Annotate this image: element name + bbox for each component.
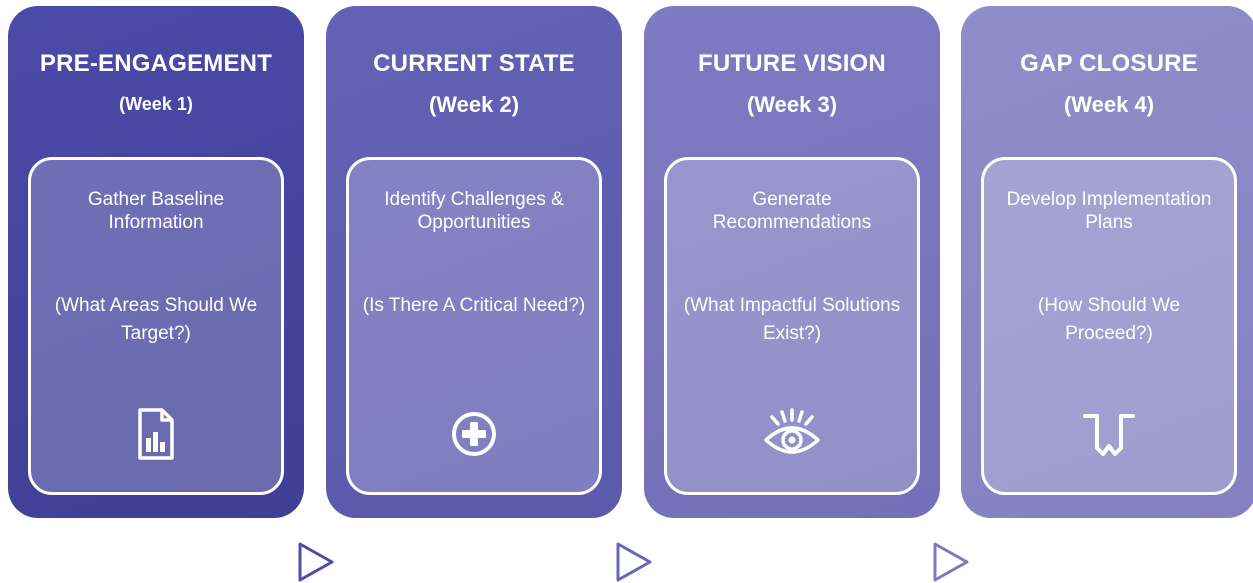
eye-icon xyxy=(762,404,822,464)
phase-main-text: Develop Implementation Plans xyxy=(1006,189,1212,233)
phase-question: (How Should We Proceed?) xyxy=(1037,295,1181,344)
phase-main-text: Generate Recommendations xyxy=(712,189,872,233)
phase-card: Identify Challenges & Opportunities (Is … xyxy=(346,157,602,495)
phase-card: Develop Implementation Plans (How Should… xyxy=(981,157,1237,495)
phase-main-text: Identify Challenges & Opportunities xyxy=(384,189,564,233)
phase-title: GAP CLOSURE xyxy=(1020,50,1198,77)
phase-title: FUTURE VISION xyxy=(698,50,886,77)
play-triangle-icon xyxy=(296,540,336,583)
gap-bridge-icon xyxy=(1079,404,1139,464)
phase-title: PRE-ENGAGEMENT xyxy=(39,50,273,77)
phase-main-text: Gather Baseline Information xyxy=(87,189,225,233)
phase-current-state: CURRENT STATE (Week 2) Identify Challeng… xyxy=(326,6,622,518)
phase-week: (Week 1) xyxy=(119,94,193,114)
phase-question: (Is There A Critical Need?) xyxy=(362,295,586,316)
phase-question: (What Impactful Solutions Exist?) xyxy=(683,295,901,344)
play-triangle-icon xyxy=(614,540,654,583)
plus-circle-icon xyxy=(444,404,504,464)
play-triangle-icon xyxy=(931,540,971,583)
phase-question: (What Areas Should We Target?) xyxy=(54,295,258,344)
phase-week: (Week 3) xyxy=(746,92,838,117)
phase-card: Gather Baseline Information (What Areas … xyxy=(28,157,284,495)
phase-pre-engagement: PRE-ENGAGEMENT (Week 1) Gather Baseline … xyxy=(8,6,304,518)
phase-title: CURRENT STATE xyxy=(373,50,575,77)
phase-future-vision: FUTURE VISION (Week 3) Generate Recommen… xyxy=(644,6,940,518)
phase-gap-closure: GAP CLOSURE (Week 4) Develop Implementat… xyxy=(961,6,1253,518)
phase-week: (Week 2) xyxy=(428,92,520,117)
phase-card: Generate Recommendations (What Impactful… xyxy=(664,157,920,495)
phase-week: (Week 4) xyxy=(1063,92,1155,117)
report-chart-icon xyxy=(126,404,186,464)
